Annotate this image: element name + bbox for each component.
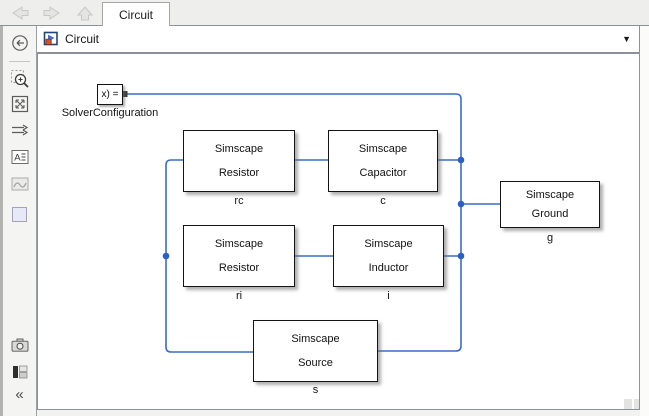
- block-label-rc: rc: [234, 195, 244, 207]
- breadcrumb-dropdown-icon[interactable]: ▼: [622, 34, 631, 44]
- block-inductor-i[interactable]: Simscape Inductor: [333, 225, 444, 287]
- block-text: Resistor: [218, 167, 260, 179]
- wire-solver-bus-source[interactable]: [127, 93, 462, 352]
- back-arrow-icon: [12, 5, 29, 20]
- route-tool-button[interactable]: [3, 123, 36, 137]
- forward-button[interactable]: [40, 3, 64, 22]
- block-text: Simscape: [214, 238, 264, 250]
- area-icon: [12, 207, 27, 222]
- forward-arrow-icon: [43, 5, 60, 20]
- fit-to-view-button[interactable]: [3, 95, 36, 113]
- svg-text:A: A: [14, 153, 21, 164]
- block-source-s[interactable]: Simscape Source: [253, 320, 378, 382]
- block-label-g: g: [546, 232, 554, 244]
- block-label-solverconfiguration: SolverConfiguration: [61, 107, 159, 119]
- annotation-icon: A: [11, 150, 28, 164]
- hide-explorer-button[interactable]: [3, 34, 36, 52]
- junction-dot: [457, 200, 465, 208]
- block-text: Source: [298, 357, 333, 369]
- block-text: Ground: [531, 208, 569, 220]
- camera-icon: [11, 338, 28, 352]
- collapse-sidebar-button[interactable]: «: [3, 386, 36, 403]
- image-tool-button[interactable]: [3, 177, 36, 191]
- up-button[interactable]: [73, 3, 97, 22]
- block-text: Simscape: [291, 333, 340, 345]
- breadcrumb-title: Circuit: [65, 32, 100, 46]
- block-text: Capacitor: [359, 167, 407, 179]
- block-text: Simscape: [214, 143, 264, 155]
- block-solverconfiguration[interactable]: x) =: [97, 84, 123, 105]
- block-text: Simscape: [358, 143, 408, 155]
- junction-dot: [457, 156, 465, 164]
- annotation-tool-button[interactable]: A: [3, 149, 36, 165]
- solver-port: [122, 91, 128, 97]
- right-gutter: [640, 26, 649, 416]
- image-icon: [11, 177, 28, 191]
- block-text: Inductor: [368, 262, 409, 274]
- back-circle-icon: [11, 35, 28, 51]
- junction-dot: [162, 252, 170, 260]
- block-resistor-rc[interactable]: Simscape Resistor: [183, 130, 295, 192]
- area-tool-button[interactable]: [3, 207, 36, 222]
- block-label-ri: ri: [235, 290, 243, 302]
- block-resistor-ri[interactable]: Simscape Resistor: [183, 225, 295, 287]
- block-capacitor-c[interactable]: Simscape Capacitor: [328, 130, 438, 192]
- tab-bar: Circuit: [0, 0, 649, 26]
- up-arrow-icon: [76, 5, 94, 20]
- simulink-model-icon: [43, 31, 58, 46]
- block-label-i: i: [387, 290, 390, 302]
- back-button[interactable]: [8, 3, 32, 22]
- block-text: Simscape: [364, 238, 413, 250]
- tab-circuit[interactable]: Circuit: [102, 2, 170, 26]
- route-arrows-icon: [11, 124, 28, 136]
- breadcrumb-bar: Circuit ▼: [37, 26, 640, 53]
- block-text: x) =: [101, 89, 119, 100]
- palette-sidebar: A: [0, 26, 37, 416]
- scroll-corner-nub: [624, 399, 632, 409]
- block-text: Simscape: [525, 189, 575, 201]
- scroll-corner-nub: [634, 399, 639, 409]
- zoom-in-icon: [10, 70, 29, 88]
- tab-label: Circuit: [118, 7, 153, 22]
- zoom-tool-button[interactable]: [3, 69, 36, 89]
- model-browser-icon: [12, 365, 27, 379]
- block-ground-g[interactable]: Simscape Ground: [500, 181, 600, 228]
- model-browser-button[interactable]: [3, 365, 36, 379]
- collapse-icon: «: [15, 386, 24, 403]
- block-label-c: c: [380, 195, 386, 207]
- palette-separator: [9, 61, 30, 62]
- block-text: Resistor: [218, 262, 260, 274]
- junction-dot: [457, 252, 465, 260]
- fit-to-view-icon: [11, 95, 28, 113]
- screenshot-button[interactable]: [3, 338, 36, 352]
- block-label-s: s: [312, 384, 319, 396]
